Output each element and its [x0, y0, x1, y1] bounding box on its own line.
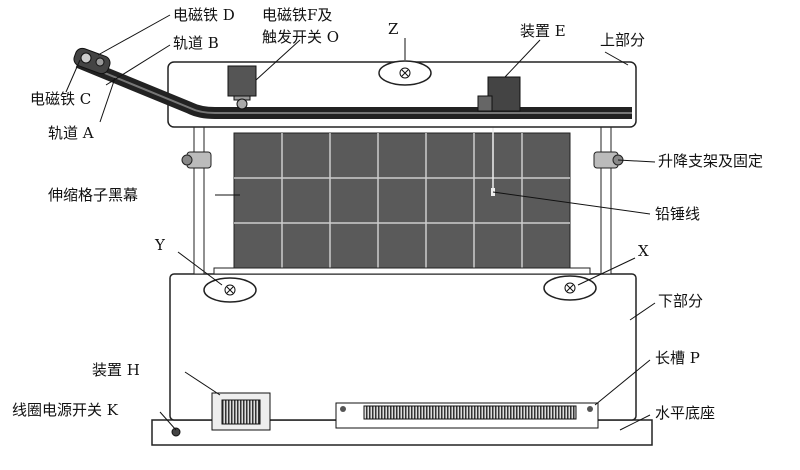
label-device-h: 装置 H — [92, 361, 140, 379]
label-upper-part: 上部分 — [600, 31, 645, 49]
coil-switch-k[interactable] — [171, 427, 181, 437]
label-track-b: 轨道 B — [173, 34, 219, 52]
long-slot-p — [335, 402, 599, 429]
mark-x — [543, 275, 597, 301]
grid-screen — [213, 132, 591, 275]
magnet-c-d — [73, 47, 111, 75]
mark-y — [203, 277, 257, 303]
label-grid-screen: 伸缩格子黑幕 — [48, 186, 138, 204]
mark-z — [378, 60, 432, 86]
label-z: Z — [388, 20, 398, 38]
device-e — [477, 76, 521, 112]
label-magnet-f-line1: 电磁铁F及 — [262, 6, 332, 24]
label-track-a: 轨道 A — [48, 124, 94, 142]
lift-bracket-right — [593, 126, 624, 275]
device-h — [211, 392, 271, 431]
label-magnet-c: 电磁铁 C — [30, 90, 91, 108]
label-lower-part: 下部分 — [658, 292, 703, 310]
label-long-slot: 长槽 P — [655, 349, 700, 367]
label-x: X — [638, 242, 649, 260]
track-b — [77, 61, 632, 114]
magnet-f — [227, 65, 257, 110]
label-magnet-f-line2: 触发开关 O — [262, 28, 339, 46]
label-lift-bracket: 升降支架及固定 — [658, 152, 763, 170]
label-base: 水平底座 — [655, 404, 715, 422]
lift-bracket-left — [181, 126, 212, 275]
label-coil-switch: 线圈电源开关 K — [12, 401, 119, 419]
label-plumb-line: 铅锤线 — [655, 205, 700, 223]
label-y: Y — [154, 236, 166, 254]
label-magnet-d: 电磁铁 D — [173, 6, 235, 24]
label-device-e: 装置 E — [520, 22, 566, 40]
